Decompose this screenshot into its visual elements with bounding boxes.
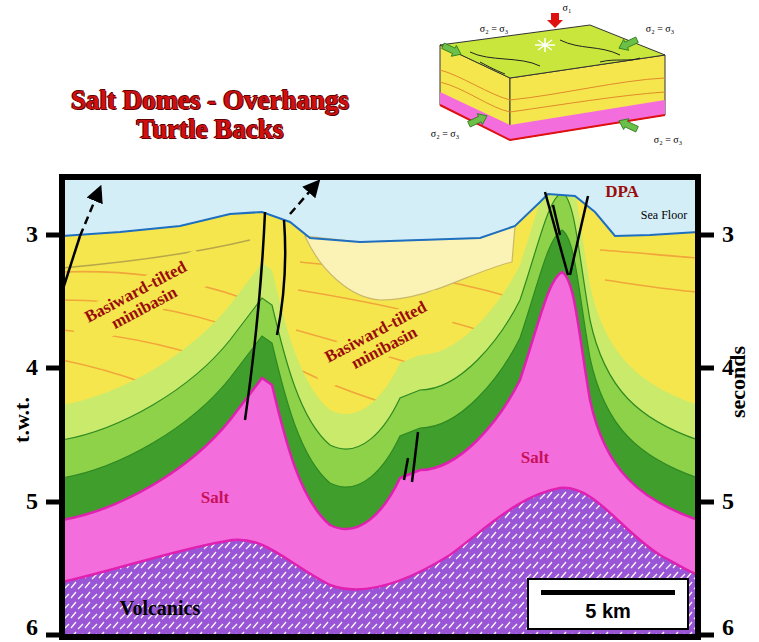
fault-line [553, 205, 560, 235]
stress-label: σ₂ = σ₃ [480, 24, 508, 35]
stress-label: σ₂ = σ₃ [431, 129, 459, 140]
layer-line [605, 280, 698, 292]
tick [698, 233, 714, 238]
tick [698, 500, 714, 505]
tick [698, 633, 714, 638]
layer-line [62, 240, 250, 268]
salt-label: Salt [518, 448, 552, 468]
axis-title: t.w.t. [10, 397, 33, 443]
water [62, 177, 698, 242]
sea-floor-label: Sea Floor [638, 208, 690, 223]
block-base [440, 105, 665, 140]
stress-arrow [616, 115, 639, 134]
scale-label: 5 km [541, 600, 675, 622]
axis-number: 3 [722, 222, 734, 247]
scale-bar [541, 590, 675, 595]
tick [46, 633, 62, 638]
faults [62, 192, 588, 482]
fault-line [545, 192, 568, 275]
fault-arrow [80, 188, 100, 236]
tick [46, 233, 62, 238]
stress-arrow [466, 110, 489, 129]
fault-line [277, 220, 285, 335]
axis-number: 3 [26, 222, 38, 247]
tick [46, 500, 62, 505]
stress-arrow [440, 40, 463, 59]
stress-label: σ₁ [563, 3, 572, 14]
stress-label: σ₂ = σ₃ [654, 135, 682, 146]
axis-number: 6 [722, 615, 734, 640]
tick [46, 366, 62, 371]
sigma-arrows [440, 34, 639, 134]
axis-number: 6 [26, 615, 38, 640]
tick [698, 366, 714, 371]
layer-line [600, 250, 698, 258]
fault-line [412, 432, 418, 482]
axis-number: 5 [26, 489, 38, 514]
scale-box: 5 km [527, 578, 689, 630]
axis-ticks [46, 235, 714, 635]
unit-label: Volcanics [120, 598, 200, 619]
salt-label: Salt [198, 488, 232, 508]
sigma1-arrow [547, 13, 563, 28]
block-star [535, 38, 555, 52]
frame [62, 177, 698, 637]
diagram-title: Salt Domes - Overhangs Turtle Backs [40, 86, 380, 144]
volcanics-hatch [62, 488, 698, 637]
fault-arrow [290, 182, 318, 214]
fault-line [570, 196, 588, 275]
fault-line [404, 458, 408, 480]
volcanics-body [62, 488, 698, 637]
axis-number: 5 [722, 489, 734, 514]
axis-number: 4 [26, 355, 38, 380]
block-salt [510, 100, 665, 140]
block-top [440, 25, 665, 78]
stress-block [440, 13, 665, 140]
stress-arrow [616, 34, 639, 53]
dpa-label: DPA [602, 182, 642, 202]
axis-number: 4 [722, 355, 734, 380]
fault-line [245, 212, 265, 420]
stress-label: σ₂ = σ₃ [646, 24, 674, 35]
salt-body [62, 272, 698, 637]
